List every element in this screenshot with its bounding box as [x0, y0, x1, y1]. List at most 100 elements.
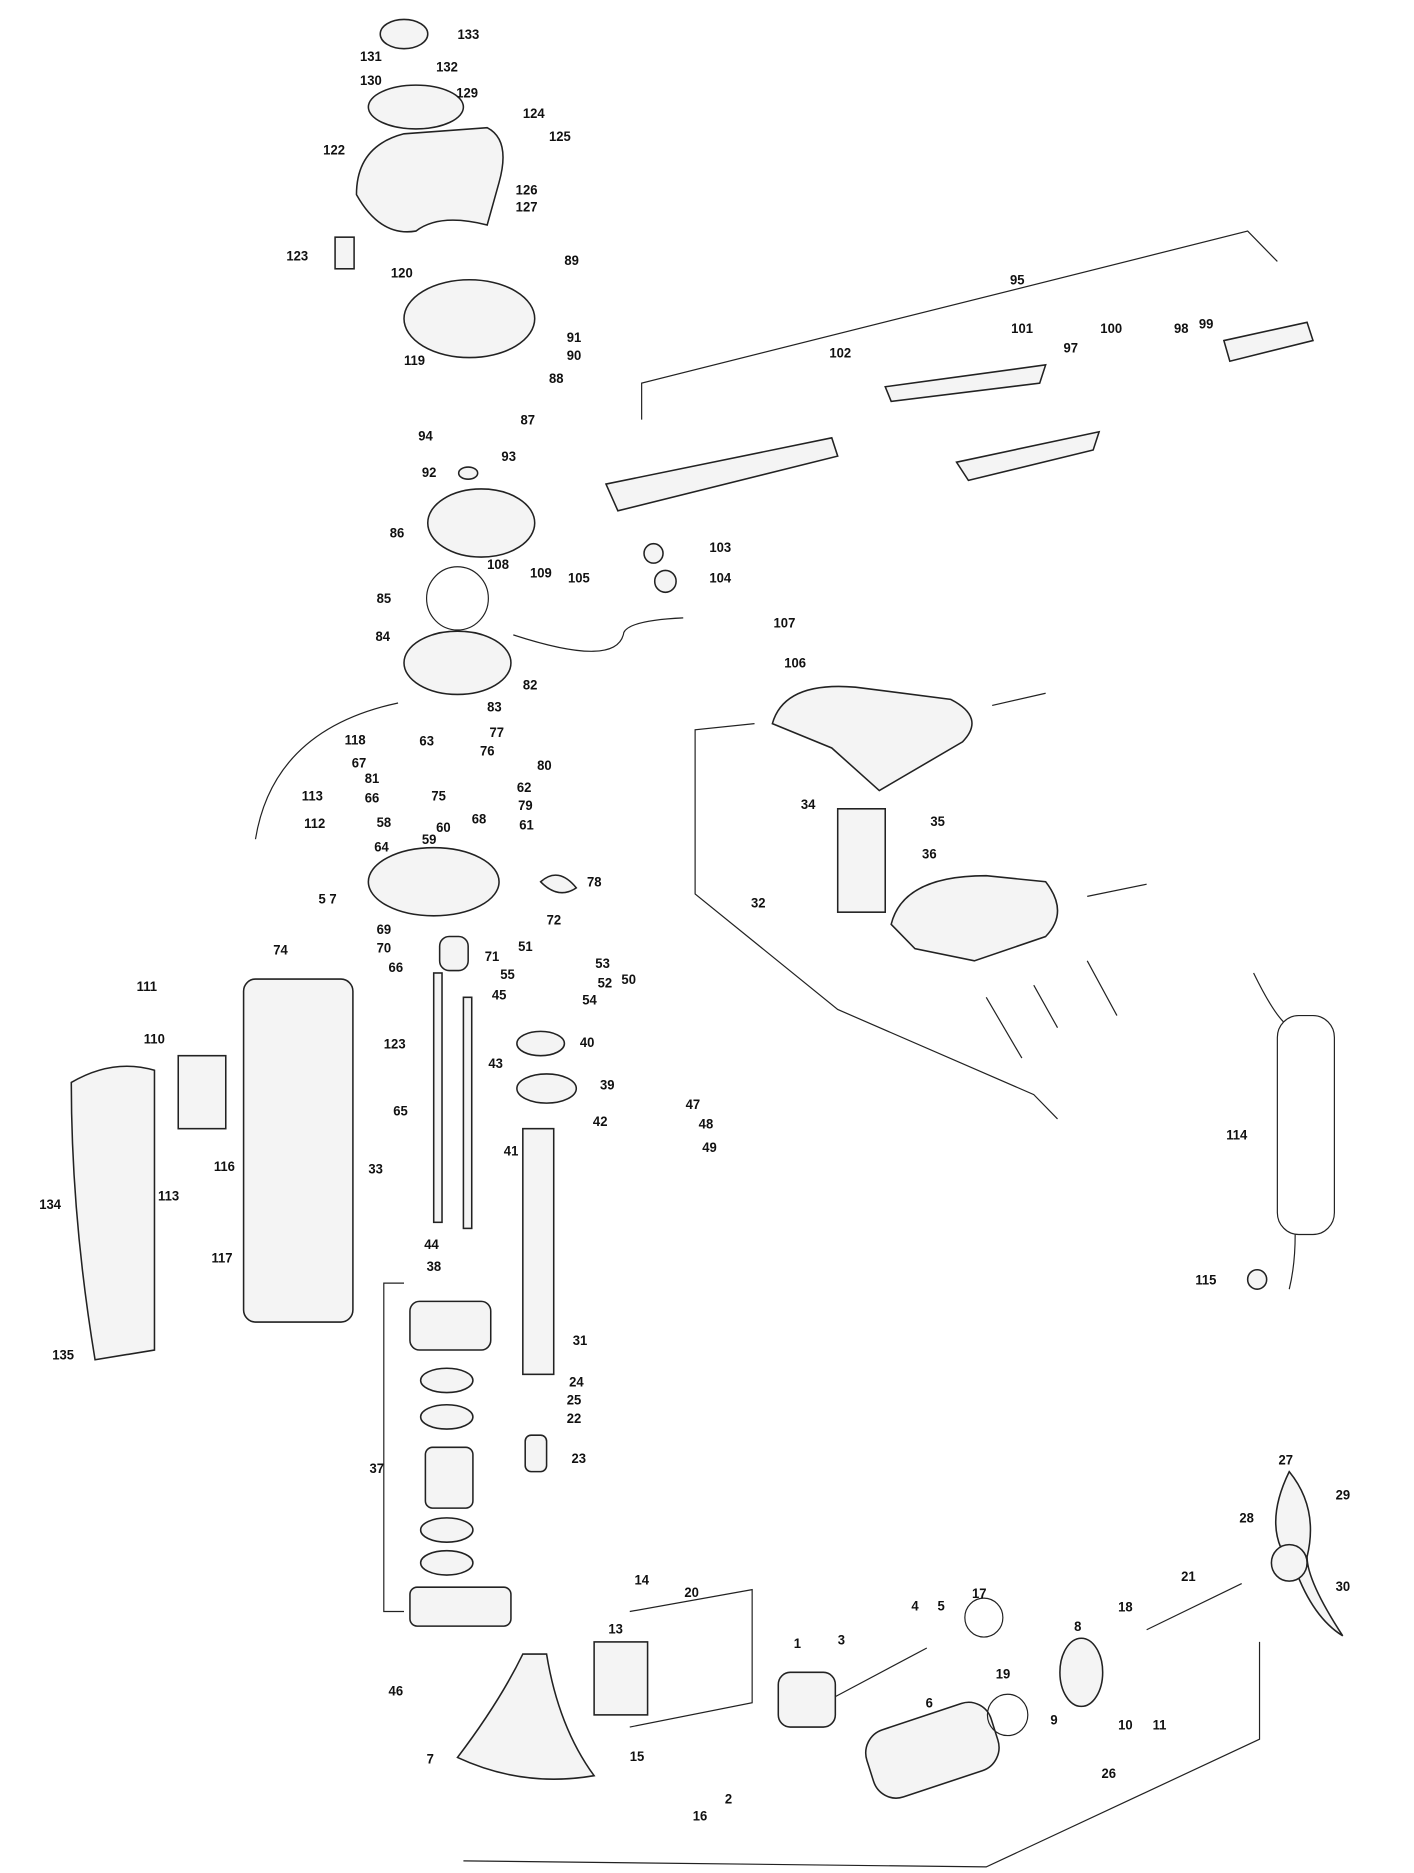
part-endcap-8 — [1059, 1637, 1104, 1708]
part-number-label: 10 — [1118, 1717, 1133, 1732]
part-number-label: 41 — [504, 1143, 519, 1158]
part-number-labels: 1331311321301291241251221261271231208995… — [39, 27, 1350, 1824]
part-number-label: 92 — [422, 465, 437, 480]
part-oring-17 — [964, 1597, 1004, 1638]
part-number-label: 69 — [377, 922, 392, 937]
part-number-label: 125 — [549, 129, 571, 144]
part-number-label: 22 — [567, 1411, 582, 1426]
part-gear-plate — [426, 488, 536, 558]
part-71 — [438, 935, 469, 972]
part-number-label: 106 — [784, 656, 806, 671]
part-drawings — [70, 18, 1344, 1868]
part-number-label: 38 — [427, 1259, 442, 1274]
part-thru-bolt-21 — [1146, 1582, 1242, 1631]
part-110 — [177, 1054, 227, 1130]
part-cover-disc — [367, 84, 465, 130]
part-bracket-plate — [836, 808, 887, 913]
part-number-label: 8 — [1074, 1619, 1081, 1634]
part-number-label: 83 — [487, 699, 502, 714]
part-number-label: 37 — [370, 1461, 385, 1476]
part-number-label: 33 — [368, 1162, 383, 1177]
part-number-label: 124 — [523, 106, 545, 121]
part-number-label: 71 — [485, 949, 500, 964]
part-number-label: 29 — [1336, 1487, 1351, 1502]
part-number-label: 2 — [725, 1792, 732, 1807]
part-ring-92 — [457, 466, 479, 480]
part-number-label: 89 — [564, 253, 579, 268]
part-104 — [653, 569, 677, 594]
part-number-label: 54 — [582, 992, 597, 1007]
part-number-label: 51 — [518, 939, 533, 954]
part-number-label: 115 — [1195, 1272, 1216, 1287]
part-tiller-arm — [604, 436, 839, 512]
part-number-label: 104 — [709, 570, 731, 585]
part-number-label: 21 — [1181, 1569, 1196, 1584]
part-number-label: 24 — [569, 1374, 584, 1389]
part-head-cover — [355, 126, 504, 233]
part-number-label: 98 — [1174, 321, 1189, 336]
part-78 — [539, 874, 578, 894]
part-number-label: 67 — [352, 755, 367, 770]
part-cable-coil-114 — [1276, 1014, 1335, 1236]
part-number-label: 82 — [523, 677, 538, 692]
part-number-label: 58 — [377, 815, 392, 830]
part-shaft-43 — [462, 996, 473, 1230]
part-lower-housing-7 — [456, 1653, 596, 1780]
part-bracket-upper — [771, 685, 973, 792]
part-armature-1 — [777, 1671, 837, 1728]
part-armature-shaft — [835, 1647, 928, 1698]
part-number-label: 18 — [1118, 1599, 1133, 1614]
part-pin-a — [985, 996, 1023, 1059]
part-number-label: 5 7 — [318, 892, 336, 907]
part-number-label: 28 — [1239, 1511, 1254, 1526]
part-collar-bottom — [409, 1586, 512, 1627]
part-number-label: 103 — [709, 540, 731, 555]
part-number-label: 88 — [549, 371, 564, 386]
part-number-label: 43 — [488, 1056, 503, 1071]
part-number-label: 50 — [621, 972, 636, 987]
part-number-label: 110 — [144, 1031, 165, 1046]
part-number-label: 75 — [431, 788, 446, 803]
part-number-label: 55 — [500, 967, 515, 982]
part-number-label: 4 — [911, 1598, 919, 1613]
part-collar-top — [409, 1300, 492, 1351]
part-number-label: 118 — [345, 732, 366, 747]
part-number-label: 120 — [391, 265, 413, 280]
part-handle-grip — [1222, 321, 1314, 363]
bracket-26 — [463, 1641, 1261, 1868]
part-number-label: 52 — [598, 975, 613, 990]
part-prop-hub — [1270, 1543, 1308, 1582]
part-number-label: 34 — [801, 797, 816, 812]
part-number-label: 101 — [1011, 321, 1033, 336]
part-shaft-65 — [432, 972, 443, 1224]
part-spring-lower — [1087, 883, 1147, 897]
part-number-label: 35 — [930, 814, 945, 829]
part-ring-c — [419, 1517, 474, 1543]
part-number-label: 95 — [1010, 272, 1025, 287]
part-number-label: 116 — [214, 1159, 235, 1174]
part-number-label: 132 — [436, 60, 458, 75]
part-number-label: 65 — [393, 1103, 408, 1118]
part-decal — [334, 236, 355, 270]
part-number-label: 23 — [572, 1451, 587, 1466]
part-number-label: 119 — [404, 353, 425, 368]
part-number-label: 68 — [472, 811, 487, 826]
part-40 — [516, 1030, 566, 1057]
part-23 — [524, 1434, 548, 1473]
part-cap — [379, 18, 429, 50]
part-spring-upper — [992, 692, 1046, 707]
part-number-label: 30 — [1336, 1579, 1351, 1594]
part-number-label: 84 — [375, 629, 390, 644]
part-number-label: 122 — [323, 142, 345, 157]
part-number-label: 42 — [593, 1114, 608, 1129]
part-ring-b — [419, 1403, 474, 1430]
bracket-95 — [641, 230, 1278, 420]
part-number-label: 25 — [567, 1393, 582, 1408]
part-number-label: 77 — [490, 725, 505, 740]
part-number-label: 44 — [424, 1237, 439, 1252]
part-number-label: 1 — [794, 1636, 801, 1651]
part-115 — [1246, 1268, 1268, 1290]
part-housing-top — [403, 278, 536, 359]
part-number-label: 49 — [702, 1140, 717, 1155]
